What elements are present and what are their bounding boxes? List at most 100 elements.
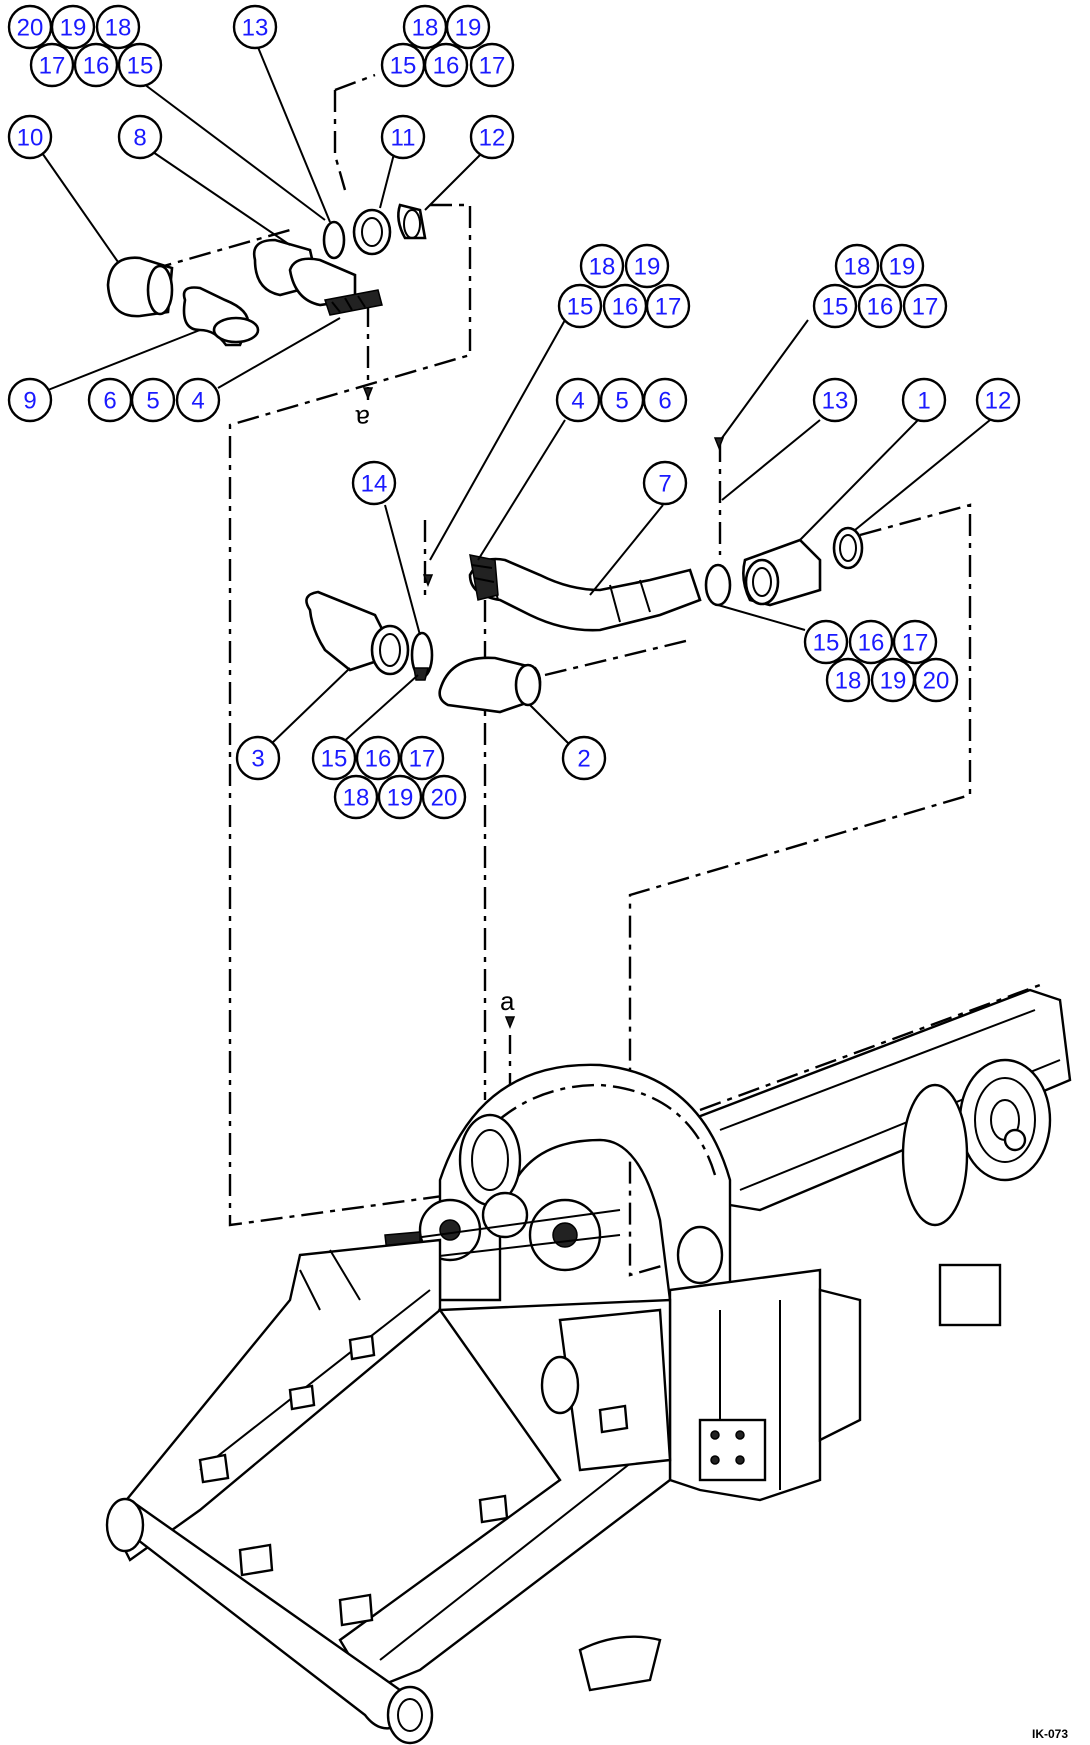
- callout-circle: [642, 460, 688, 506]
- part-12-clamp-upper: [397, 203, 427, 240]
- callout-19: 19: [377, 774, 423, 820]
- callout-20: 20: [421, 774, 467, 820]
- callout-number: 17: [902, 630, 929, 657]
- callout-circle: [642, 377, 688, 423]
- part-8-tube: [252, 238, 357, 307]
- callout-circle: [73, 42, 119, 88]
- callout-number: 1: [917, 388, 930, 415]
- callout-number: 16: [867, 294, 894, 321]
- callout-number: 20: [923, 668, 950, 695]
- callout-15: 15: [311, 735, 357, 781]
- part-7-pipe: [468, 557, 702, 632]
- callout-16: 16: [423, 42, 469, 88]
- callout-number: 20: [431, 785, 458, 812]
- arrow-marker-mid2: [422, 574, 434, 588]
- callout-circle: [130, 377, 176, 423]
- gear-mechanism: [384, 1191, 621, 1272]
- part-4-clamp-upper: [324, 289, 383, 316]
- callout-20: 20: [7, 4, 53, 50]
- callout-number: 9: [23, 388, 36, 415]
- callout-number: 17: [409, 746, 436, 773]
- callout-circle: [377, 774, 423, 820]
- callout-number: 12: [479, 125, 506, 152]
- callout-15: 15: [557, 283, 603, 329]
- callout-number: 18: [589, 254, 616, 281]
- callout-circle: [579, 243, 625, 289]
- callout-circle: [812, 283, 858, 329]
- callout-circle: [834, 243, 880, 289]
- callout-number: 18: [835, 668, 862, 695]
- callout-18: 18: [579, 243, 625, 289]
- callout-circle: [7, 377, 53, 423]
- callout-number: 17: [479, 53, 506, 80]
- callout-number: 16: [433, 53, 460, 80]
- callout-circle: [333, 774, 379, 820]
- callout-circle: [351, 460, 397, 506]
- middle-pipe-assembly: [305, 437, 864, 714]
- callout-number: 15: [567, 294, 594, 321]
- callout-circle: [555, 377, 601, 423]
- callout-circle: [645, 283, 691, 329]
- callout-circle: [803, 619, 849, 665]
- callout-circle: [235, 735, 281, 781]
- arrow-marker-upper: [362, 387, 374, 401]
- callout-number: 19: [880, 668, 907, 695]
- part-2-elbow: [438, 656, 542, 714]
- figure-reference: IK-073: [1032, 1727, 1068, 1741]
- callout-15: 15: [812, 283, 858, 329]
- callout-number: 5: [146, 388, 159, 415]
- callout-number: 19: [455, 15, 482, 42]
- callout-number: 6: [103, 388, 116, 415]
- callout-18: 18: [333, 774, 379, 820]
- part-9-elbow: [182, 286, 260, 347]
- callout-circle: [469, 114, 515, 160]
- callout-number: 17: [655, 294, 682, 321]
- callout-16: 16: [602, 283, 648, 329]
- view-label-a-upper: a: [355, 404, 370, 434]
- callout-10: 10: [7, 114, 53, 160]
- callout-number: 11: [391, 125, 416, 152]
- callout-number: 18: [343, 785, 370, 812]
- callout-circle: [557, 283, 603, 329]
- callout-9: 9: [7, 377, 53, 423]
- callout-circle: [445, 4, 491, 50]
- part-10-sleeve: [106, 256, 174, 318]
- callout-number: 7: [658, 471, 671, 498]
- callout-circle: [421, 774, 467, 820]
- callout-number: 15: [822, 294, 849, 321]
- callout-18: 18: [825, 657, 871, 703]
- callout-17: 17: [902, 283, 948, 329]
- view-label-a-lower: a: [500, 986, 515, 1016]
- callout-circle: [7, 114, 53, 160]
- callout-number: 15: [813, 630, 840, 657]
- callout-number: 16: [858, 630, 885, 657]
- callout-circle: [117, 42, 163, 88]
- callout-16: 16: [355, 735, 401, 781]
- callout-number: 4: [571, 388, 584, 415]
- callout-number: 16: [612, 294, 639, 321]
- callout-19: 19: [879, 243, 925, 289]
- callout-number: 17: [912, 294, 939, 321]
- callout-5: 5: [130, 377, 176, 423]
- part-11-collar: [352, 208, 392, 256]
- callout-19: 19: [624, 243, 670, 289]
- callout-circle: [975, 377, 1021, 423]
- callout-11: 11: [380, 114, 426, 160]
- callout-circle: [50, 4, 96, 50]
- callout-20: 20: [913, 657, 959, 703]
- callout-17: 17: [892, 619, 938, 665]
- callout-12: 12: [469, 114, 515, 160]
- callout-number: 13: [822, 388, 849, 415]
- callout-number: 16: [83, 53, 110, 80]
- callout-14: 14: [351, 460, 397, 506]
- callout-number: 19: [634, 254, 661, 281]
- callout-circle: [902, 283, 948, 329]
- callout-number: 18: [844, 254, 871, 281]
- callout-12: 12: [975, 377, 1021, 423]
- callout-number: 19: [60, 15, 87, 42]
- callout-19: 19: [50, 4, 96, 50]
- callout-circle: [812, 377, 858, 423]
- part-13-ring-lower: [704, 563, 732, 607]
- callout-number: 2: [577, 746, 590, 773]
